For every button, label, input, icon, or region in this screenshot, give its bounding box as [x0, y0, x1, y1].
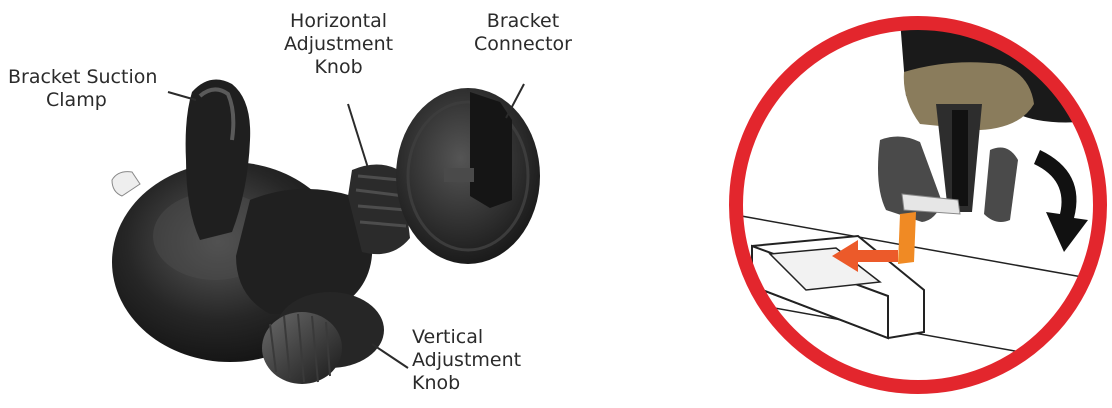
label-line: Vertical	[412, 326, 521, 349]
label-line: Horizontal	[284, 10, 393, 33]
suction-release-tab	[112, 172, 140, 196]
orange-guide-tab	[898, 212, 916, 264]
label-line: Knob	[412, 372, 521, 395]
label-line: Adjustment	[284, 33, 393, 56]
label-line: Knob	[284, 56, 393, 79]
label-line: Bracket Suction	[8, 66, 157, 89]
label-horizontal-adjustment-knob: Horizontal Adjustment Knob	[284, 10, 393, 79]
installation-detail	[730, 20, 1110, 387]
label-line: Clamp	[8, 89, 157, 112]
label-vertical-adjustment-knob: Vertical Adjustment Knob	[412, 326, 521, 395]
vertical-knob-leader	[372, 344, 408, 368]
label-bracket-suction-clamp: Bracket Suction Clamp	[8, 66, 157, 112]
label-line: Adjustment	[412, 349, 521, 372]
label-line: Bracket	[474, 10, 572, 33]
horizontal-knob-leader	[348, 104, 368, 168]
label-bracket-connector: Bracket Connector	[474, 10, 572, 56]
label-line: Connector	[474, 33, 572, 56]
